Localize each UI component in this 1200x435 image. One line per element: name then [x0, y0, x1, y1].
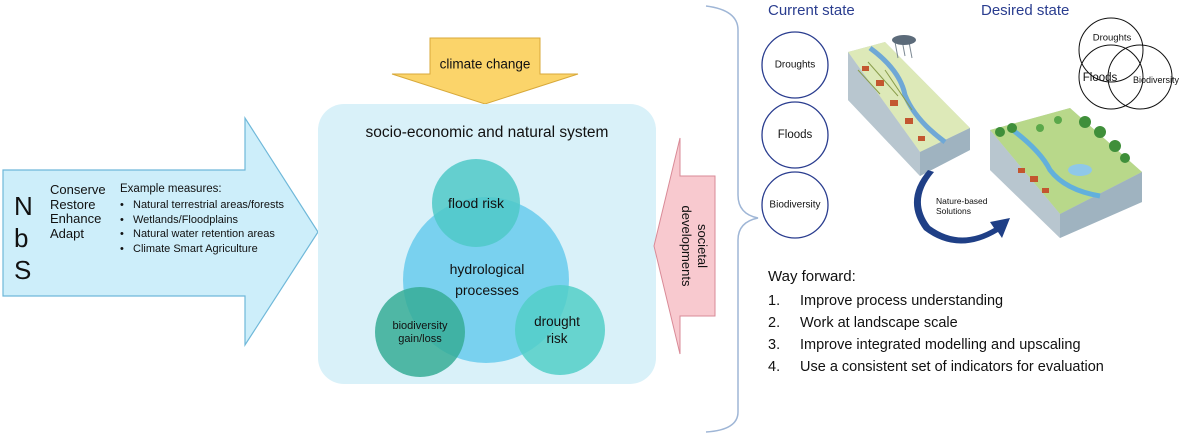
current-landscape-illustration	[848, 35, 970, 176]
current-biodiversity-label: Biodiversity	[769, 199, 821, 211]
measures-list: Natural terrestrial areas/forests Wetlan…	[120, 198, 284, 256]
current-biodiversity-circle	[761, 171, 829, 239]
desired-floods-label: Floods	[1082, 72, 1118, 84]
way-forward-text: Work at landscape scale	[800, 315, 958, 331]
biodiversity-label: biodiversity gain/loss	[392, 320, 448, 345]
verb-adapt: Adapt	[50, 225, 84, 241]
measures-title: Example measures:	[120, 183, 222, 195]
way-forward-text: Improve integrated modelling and upscali…	[800, 337, 1081, 353]
nbs-verbs: Conserve Restore Enhance Adapt	[50, 182, 106, 241]
drought-risk-circle	[515, 285, 605, 375]
climate-change-arrow	[391, 37, 579, 105]
way-forward-item: 2. Work at landscape scale	[768, 312, 1104, 334]
nbs-letter-s: S	[14, 255, 32, 285]
way-forward-item: 1. Improve process understanding	[768, 290, 1104, 312]
way-forward-number: 4.	[768, 359, 781, 375]
nbs-letter-b: b	[14, 223, 29, 253]
system-title: socio-economic and natural system	[365, 124, 609, 141]
desired-state-title: Desired state	[981, 2, 1070, 19]
transition-arrow	[913, 170, 1010, 244]
current-state-title: Current state	[768, 2, 855, 19]
desired-droughts-label: Droughts	[1092, 32, 1132, 44]
way-forward-number: 2.	[768, 315, 781, 331]
societal-developments-label: societal developments	[679, 205, 710, 287]
way-forward-number: 3.	[768, 337, 781, 353]
way-forward-item: 4. Use a consistent set of indicators for…	[768, 356, 1104, 378]
current-droughts-label: Droughts	[774, 59, 816, 71]
verb-restore: Restore	[50, 196, 96, 212]
desired-biodiversity-label: Biodiversity	[1132, 75, 1180, 85]
way-forward-list: 1. Improve process understanding 2. Work a…	[768, 290, 1104, 378]
way-forward-text: Use a consistent set of indicators for e…	[800, 359, 1104, 375]
verb-enhance: Enhance	[50, 211, 102, 226]
way-forward-title: Way forward:	[768, 268, 856, 285]
current-floods-label: Floods	[777, 129, 813, 141]
verb-conserve: Conserve	[50, 182, 106, 197]
way-forward-item: 3. Improve integrated modelling and upsca…	[768, 334, 1104, 356]
hydrological-processes-label: hydrological processes	[449, 261, 525, 298]
nbs-letter-n: N	[14, 191, 33, 221]
current-floods-circle	[761, 101, 829, 169]
measure-item: Natural terrestrial areas/forests	[120, 198, 284, 213]
drought-risk-label: drought risk	[534, 314, 580, 346]
desired-landscape-illustration	[990, 108, 1142, 238]
right-brace	[705, 5, 759, 433]
current-droughts-circle	[761, 31, 829, 99]
way-forward-text: Improve process understanding	[800, 293, 1004, 309]
measure-item: Climate Smart Agriculture	[120, 242, 284, 257]
measure-item: Wetlands/Floodplains	[120, 213, 284, 228]
desired-biodiversity-circle	[1107, 44, 1173, 110]
measure-item: Natural water retention areas	[120, 227, 284, 242]
desired-droughts-circle	[1078, 17, 1144, 83]
climate-change-label: climate change	[439, 56, 531, 72]
way-forward-number: 1.	[768, 293, 781, 309]
nbs-transition-label: Nature-based Solutions	[936, 196, 988, 216]
societal-arrow	[653, 137, 716, 355]
flood-risk-circle	[432, 159, 520, 247]
desired-floods-circle	[1078, 44, 1144, 110]
biodiversity-circle	[375, 287, 465, 377]
flood-risk-label: flood risk	[447, 195, 505, 211]
